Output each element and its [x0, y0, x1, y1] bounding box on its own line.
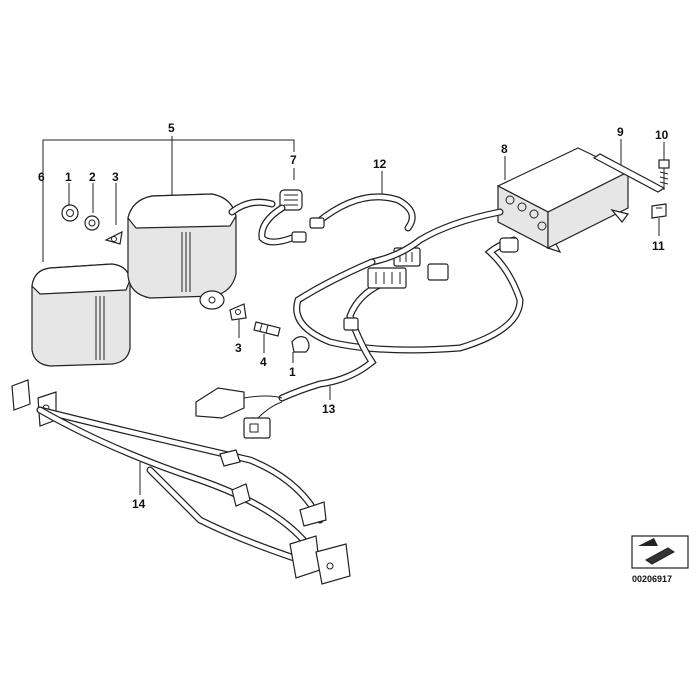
- label-2: 2: [89, 170, 96, 184]
- label-9: 9: [617, 125, 624, 139]
- callout-labels: 1 2 3 5 6 7 12 8 9 10 11 3 4 1 13 14: [38, 121, 669, 511]
- small-parts-top: [61, 204, 123, 245]
- label-5: 5: [168, 121, 175, 135]
- image-code-badge: 00206917: [631, 535, 689, 584]
- lamp-large: [127, 193, 276, 310]
- small-parts-lower: [229, 303, 310, 353]
- leader-lines: [42, 136, 665, 495]
- label-4: 4: [260, 355, 267, 369]
- label-11: 11: [652, 239, 665, 253]
- image-code: 00206917: [632, 574, 672, 584]
- label-1-lower: 1: [289, 365, 296, 379]
- arrow-icon: [645, 547, 675, 565]
- label-12: 12: [373, 157, 387, 171]
- screw: [658, 159, 670, 190]
- label-3-lower: 3: [235, 341, 242, 355]
- label-1-top: 1: [65, 170, 72, 184]
- clip-nut: [651, 203, 667, 219]
- label-8: 8: [501, 142, 508, 156]
- cable-12: [309, 193, 421, 267]
- label-6: 6: [38, 170, 45, 184]
- label-14: 14: [132, 497, 146, 511]
- lamp-small: [31, 263, 131, 367]
- bulb-socket: [258, 189, 307, 246]
- wiring-harness: [195, 208, 524, 439]
- label-13: 13: [322, 402, 336, 416]
- label-3-top: 3: [112, 170, 119, 184]
- control-unit: [496, 147, 630, 254]
- mounting-bracket: [11, 379, 351, 585]
- label-10: 10: [655, 128, 669, 142]
- label-7: 7: [290, 153, 297, 167]
